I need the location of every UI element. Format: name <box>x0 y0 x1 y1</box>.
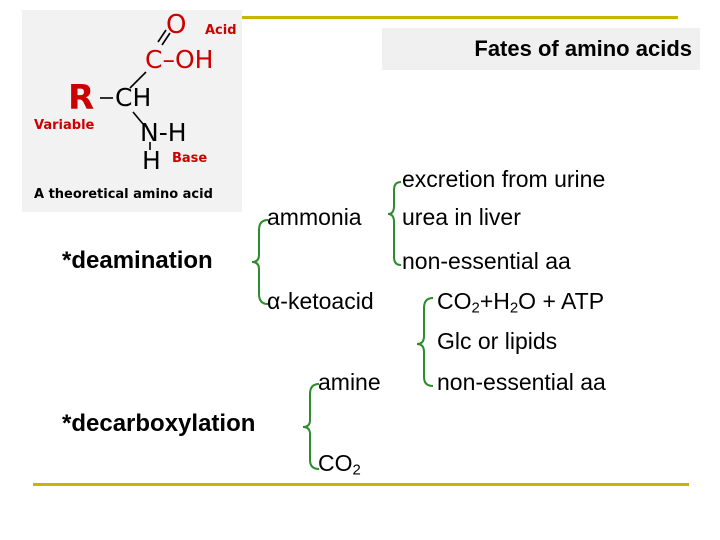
ammonia-fate-nonessential: non-essential aa <box>402 248 571 274</box>
ammonia-fate-urea: urea in liver <box>402 204 521 230</box>
co2-product-text: CO <box>318 450 353 476</box>
ammonia-bracket <box>387 181 402 266</box>
molecule-caption: A theoretical amino acid <box>34 187 213 202</box>
acid-label: Acid <box>205 23 237 38</box>
r-group: R <box>68 78 95 118</box>
amino-h: H <box>142 146 161 175</box>
ketoacid-label: α-ketoacid <box>267 288 374 314</box>
h2o-subscript: 2 <box>509 299 519 317</box>
base-label: Base <box>172 151 208 166</box>
co2-product-label: CO2 <box>318 450 361 478</box>
double-bond-a <box>157 29 167 43</box>
deamination-label: *deamination <box>62 247 213 274</box>
decarboxylation-label: *decarboxylation <box>62 410 256 437</box>
deamination-bracket <box>251 219 269 305</box>
o-atp-text: O + ATP <box>518 288 605 314</box>
ketoacid-bracket <box>416 297 434 387</box>
variable-label: Variable <box>34 118 95 133</box>
title-box <box>382 28 700 70</box>
plus-h-text: +H <box>479 288 510 314</box>
bottom-rule <box>33 483 689 486</box>
decarboxylation-bracket <box>302 383 320 470</box>
ketoacid-fate-glc: Glc or lipids <box>437 328 558 354</box>
co2-subscript: 2 <box>471 299 480 317</box>
ammonia-fate-excretion: excretion from urine <box>402 166 606 192</box>
amino-acid-panel <box>22 10 242 212</box>
amine-label: amine <box>318 369 381 395</box>
ch-to-c-bond <box>129 71 147 89</box>
alpha-carbon: CH <box>115 83 152 112</box>
molecule-bonds <box>100 29 171 150</box>
top-rule <box>242 16 678 19</box>
ch-to-n-bond <box>132 111 144 125</box>
ammonia-label: ammonia <box>267 204 362 230</box>
amino-nh: N-H <box>140 118 187 147</box>
co2-text: CO <box>437 288 472 314</box>
co2-product-subscript: 2 <box>352 461 361 479</box>
ketoacid-fate-nonessential: non-essential aa <box>437 369 606 395</box>
slide-title: Fates of amino acids <box>474 36 692 61</box>
double-bond-b <box>161 32 171 46</box>
brackets <box>251 181 434 470</box>
carboxyl-group: C–OH <box>145 45 214 74</box>
oxygen-atom: O <box>166 10 187 40</box>
ketoacid-fate-co2-atp: CO2+H2O + ATP <box>437 288 605 316</box>
